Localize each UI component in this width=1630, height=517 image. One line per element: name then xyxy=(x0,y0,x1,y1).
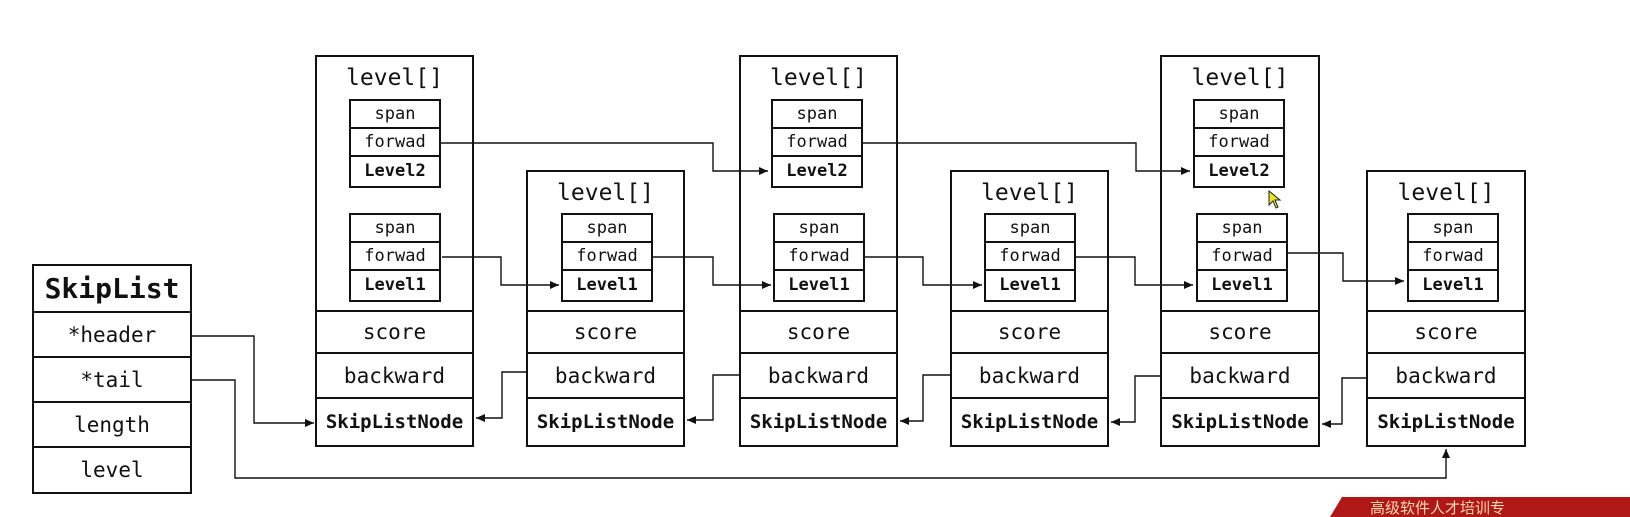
level1-label: Level1 xyxy=(788,275,850,295)
score-field: score xyxy=(952,310,1107,354)
level1-label: Level1 xyxy=(364,275,426,295)
node-name: SkipListNode xyxy=(749,410,888,433)
backward-pointer-arrow xyxy=(687,374,739,424)
span-label: span xyxy=(351,215,439,243)
level-array-label: level[] xyxy=(1397,180,1495,206)
backward-pointer-arrow xyxy=(476,371,526,422)
level2-forward-arrow xyxy=(440,142,768,175)
backward-field: backward xyxy=(741,354,896,399)
skiplist-node-5: level[] span forwad Level2 span forwad L… xyxy=(1160,55,1320,447)
skiplist-node-6: level[] span forwad Level1 score backwar… xyxy=(1366,170,1526,447)
level-array-label: level[] xyxy=(770,65,867,91)
level2-box: span forwad Level2 xyxy=(349,99,441,188)
forward-label: forwad xyxy=(773,129,861,157)
level1-box: span forwad Level1 xyxy=(349,213,441,302)
backward-pointer-arrow xyxy=(1111,375,1160,426)
skiplist-node-4: level[] span forwad Level1 score backwar… xyxy=(950,170,1109,447)
forward-label: forwad xyxy=(1195,129,1283,157)
score-field: score xyxy=(317,310,472,354)
backward-field: backward xyxy=(1368,354,1524,399)
node-name: SkipListNode xyxy=(1171,410,1309,433)
forward-label: forwad xyxy=(1409,243,1497,271)
node-name: SkipListNode xyxy=(1377,410,1515,433)
backward-pointer-arrow xyxy=(1322,377,1366,428)
skiplist-node-2: level[] span forwad Level1 score backwar… xyxy=(526,170,685,447)
node-name: SkipListNode xyxy=(536,410,675,433)
score-field: score xyxy=(1162,310,1318,354)
forward-label: forwad xyxy=(986,243,1074,271)
level1-label: Level1 xyxy=(1211,275,1273,295)
level1-label: Level1 xyxy=(999,275,1061,295)
skiplist-header-field: *header xyxy=(34,313,190,358)
level1-box: span forwad Level1 xyxy=(561,213,653,302)
node-name: SkipListNode xyxy=(325,410,464,433)
forward-label: forwad xyxy=(351,243,439,271)
span-label: span xyxy=(351,101,439,129)
forward-label: forwad xyxy=(351,129,439,157)
level1-label: Level1 xyxy=(1422,275,1484,295)
level1-box: span forwad Level1 xyxy=(1407,213,1499,302)
level2-box: span forwad Level2 xyxy=(1193,99,1285,188)
skiplist-title: SkipList xyxy=(34,266,190,313)
level-array-label: level[] xyxy=(346,65,443,91)
header-pointer-arrow xyxy=(192,335,314,427)
forward-label: forwad xyxy=(1198,243,1286,271)
level1-box: span forwad Level1 xyxy=(984,213,1076,302)
score-field: score xyxy=(528,310,683,354)
skiplist-node-1: level[] span forwad Level2 span forwad L… xyxy=(315,55,474,447)
forward-label: forwad xyxy=(775,243,863,271)
skiplist-tail-field: *tail xyxy=(34,358,190,403)
level2-label: Level2 xyxy=(364,161,426,181)
forward-label: forwad xyxy=(563,243,651,271)
level2-box: span forwad Level2 xyxy=(771,99,863,188)
skiplist-node-3: level[] span forwad Level2 span forwad L… xyxy=(739,55,898,447)
span-label: span xyxy=(1198,215,1286,243)
mouse-cursor-icon xyxy=(1268,190,1282,209)
level2-label: Level2 xyxy=(1208,161,1270,181)
watermark-banner: 高级软件人才培训专 xyxy=(1330,497,1630,517)
score-field: score xyxy=(741,310,896,354)
level2-forward-arrow xyxy=(862,142,1190,175)
node-name: SkipListNode xyxy=(960,410,1099,433)
level1-box: span forwad Level1 xyxy=(1196,213,1288,302)
span-label: span xyxy=(1409,215,1497,243)
skiplist-level-field: level xyxy=(80,457,144,482)
backward-field: backward xyxy=(952,354,1107,399)
level2-label: Level2 xyxy=(786,161,848,181)
level-array-label: level[] xyxy=(981,180,1078,206)
level1-box: span forwad Level1 xyxy=(773,213,865,302)
skiplist-struct: SkipList *header *tail length level xyxy=(32,264,192,494)
backward-pointer-arrow xyxy=(900,374,950,425)
level-array-label: level[] xyxy=(1191,65,1289,91)
backward-field: backward xyxy=(317,354,472,399)
span-label: span xyxy=(773,101,861,129)
span-label: span xyxy=(563,215,651,243)
span-label: span xyxy=(986,215,1074,243)
span-label: span xyxy=(775,215,863,243)
backward-field: backward xyxy=(1162,354,1318,399)
level-array-label: level[] xyxy=(557,180,654,206)
span-label: span xyxy=(1195,101,1283,129)
backward-field: backward xyxy=(528,354,683,399)
level1-label: Level1 xyxy=(576,275,638,295)
score-field: score xyxy=(1368,310,1524,354)
skiplist-length-field: length xyxy=(34,403,190,448)
